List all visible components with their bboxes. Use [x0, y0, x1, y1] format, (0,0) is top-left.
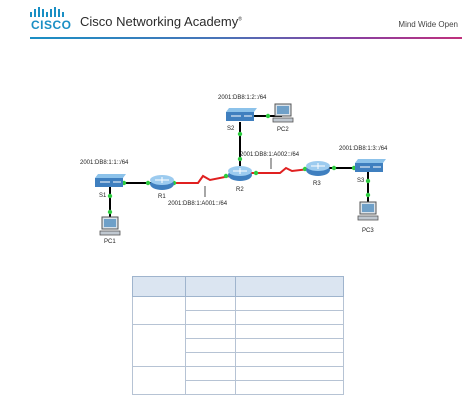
switch-icon	[95, 174, 126, 178]
network-lan1: 2001:DB8:1:1::/64	[80, 160, 129, 166]
trademark-mark: ®	[238, 16, 242, 23]
link-indicators	[107, 113, 371, 215]
cisco-logo-icon	[30, 7, 64, 17]
link-up-dot	[365, 192, 371, 198]
pc-base	[272, 117, 294, 123]
link-up-dot	[331, 165, 337, 171]
switch-s3[interactable]	[355, 159, 386, 172]
switch-icon	[355, 159, 386, 163]
network-topology: S1 R1 R2 S2 R3 S3 PC1 PC2 PC3 2001:DB8:1…	[80, 95, 388, 245]
table-header-cell	[235, 276, 344, 297]
router-arrows	[233, 168, 247, 174]
table-row	[132, 366, 344, 381]
table-cell	[185, 296, 236, 311]
table-row	[132, 352, 344, 367]
network-lan3: 2001:DB8:1:3::/64	[339, 146, 388, 152]
table-cell	[185, 380, 236, 395]
label-s1: S1	[99, 193, 107, 199]
pc-screen	[104, 219, 116, 227]
table-cell	[235, 324, 344, 339]
table-cell	[235, 352, 344, 367]
router-arrows	[155, 177, 169, 183]
header-divider	[30, 37, 462, 39]
pc-screen	[277, 106, 289, 114]
link-up-dot	[107, 193, 113, 199]
label-r2: R2	[236, 187, 244, 193]
switch-icon	[226, 108, 257, 112]
table-cell	[185, 366, 236, 381]
table-cell	[235, 380, 344, 395]
network-lan2: 2001:DB8:1:2::/64	[218, 95, 267, 101]
router-r3[interactable]	[306, 161, 330, 176]
label-r1: R1	[158, 194, 166, 200]
table-header-cell	[185, 276, 236, 297]
table-row	[132, 338, 344, 353]
table-cell	[132, 380, 186, 395]
table-header-cell	[132, 276, 186, 297]
label-s3: S3	[357, 178, 365, 184]
cisco-logo-text: CISCO	[31, 18, 72, 32]
tagline: Mind Wide Open	[398, 20, 458, 29]
pc-base	[357, 215, 379, 221]
academy-title: Cisco Networking Academy®	[80, 14, 242, 29]
pc-pc2[interactable]	[272, 103, 294, 123]
link-up-dot	[237, 156, 243, 162]
label-s2: S2	[227, 126, 235, 132]
link-up-dot	[145, 180, 151, 186]
switch-s2[interactable]	[226, 108, 257, 121]
link-up-dot	[365, 178, 371, 184]
network-wan2: 2001:DB8:1:A002::/64	[240, 152, 300, 158]
link-r1-r2-serial	[162, 173, 241, 184]
link-up-dot	[223, 173, 229, 179]
pc-screen	[362, 204, 374, 212]
link-up-dot	[253, 170, 259, 176]
table-cell	[132, 352, 186, 367]
table-cell	[132, 338, 186, 353]
table-cell	[235, 338, 344, 353]
academy-title-text: Cisco Networking Academy	[80, 14, 239, 29]
table-cell	[132, 296, 186, 311]
table-cell	[132, 366, 186, 381]
pc-pc1[interactable]	[99, 216, 121, 236]
link-up-dot	[237, 131, 243, 137]
router-arrows	[311, 163, 325, 169]
addressing-table	[132, 276, 344, 395]
router-r2[interactable]	[228, 166, 252, 181]
label-pc3: PC3	[362, 228, 374, 234]
table-cell	[185, 310, 236, 325]
table-cell	[235, 310, 344, 325]
page-header: CISCO Cisco Networking Academy® Mind Wid…	[0, 0, 474, 40]
label-pc2: PC2	[277, 127, 289, 133]
table-header-row	[132, 276, 344, 297]
table-cell	[235, 366, 344, 381]
network-wan1: 2001:DB8:1:A001::/64	[168, 201, 228, 207]
table-cell	[132, 310, 186, 325]
table-row	[132, 296, 344, 311]
table-cell	[185, 352, 236, 367]
table-row	[132, 324, 344, 339]
link-r2-r3-serial	[242, 166, 319, 174]
link-up-dot	[107, 209, 113, 215]
label-pc1: PC1	[104, 239, 116, 245]
table-row	[132, 380, 344, 395]
table-cell	[185, 324, 236, 339]
router-r1[interactable]	[150, 175, 174, 190]
pc-pc3[interactable]	[357, 201, 379, 221]
table-cell	[132, 324, 186, 339]
link-up-dot	[265, 113, 271, 119]
table-row	[132, 310, 344, 325]
table-cell	[235, 296, 344, 311]
pc-base	[99, 230, 121, 236]
switch-s1[interactable]	[95, 174, 126, 187]
label-r3: R3	[313, 181, 321, 187]
table-cell	[185, 338, 236, 353]
